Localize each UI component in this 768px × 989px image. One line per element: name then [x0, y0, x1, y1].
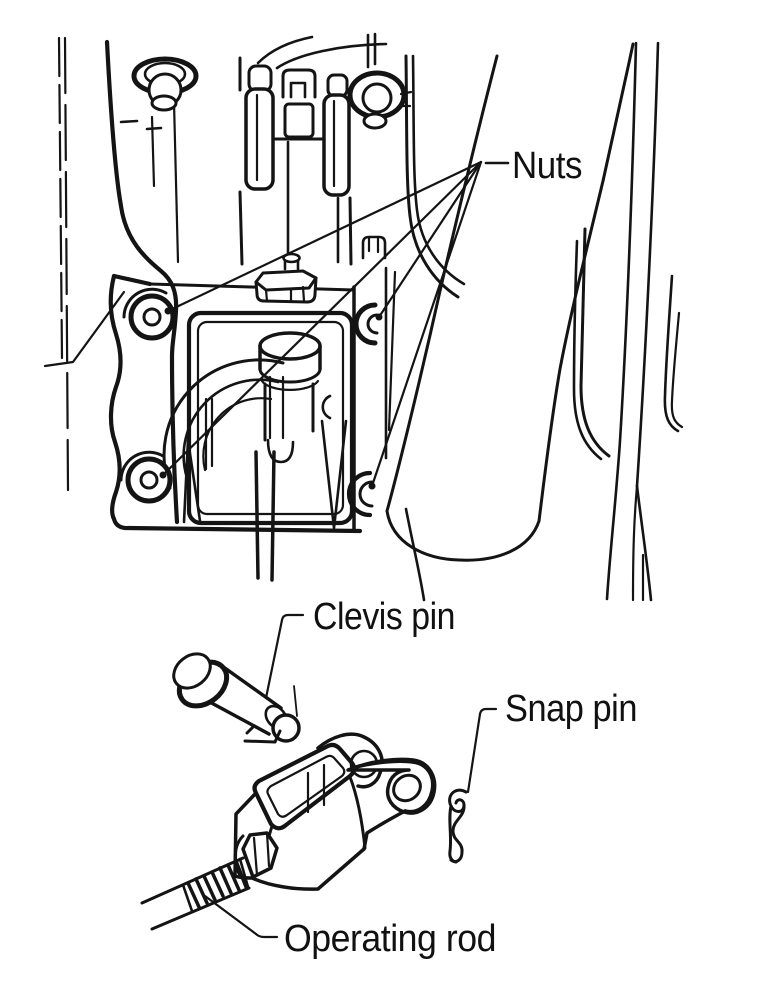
- booster-and-pushrod: [162, 331, 332, 582]
- left-panel-edge: [104, 39, 180, 525]
- right-panel-lines: [384, 54, 466, 460]
- upper-assembly-illustration: Nuts: [43, 32, 684, 602]
- snap-pin-label: Snap pin: [505, 688, 637, 730]
- wing-nut: [254, 252, 318, 304]
- flange-bolt-left: [131, 56, 199, 112]
- clevis-pin-leader: [264, 613, 305, 700]
- nut-top-right: [353, 302, 379, 346]
- clevis-pin-label: Clevis pin: [313, 596, 455, 638]
- pedal-column: [238, 56, 387, 266]
- rod-threads: [186, 859, 248, 909]
- nuts-leader-lines: [43, 160, 510, 490]
- snap-pin-leader: [466, 707, 498, 794]
- harness-cables: [256, 32, 388, 70]
- plunger-left: [244, 64, 275, 191]
- plunger-right: [322, 73, 351, 197]
- clevis-fork-drawing: [233, 732, 437, 891]
- operating-rod-label: Operating rod: [284, 918, 496, 960]
- lower-assembly-illustration: Clevis pin: [140, 596, 638, 960]
- nut-bottom-right: [346, 470, 374, 518]
- right-body-panel: [572, 41, 684, 602]
- clevis-pin-drawing: [172, 652, 301, 744]
- center-bracket: [273, 68, 325, 141]
- mounting-nuts: [119, 287, 379, 518]
- cable-clamp: [361, 235, 387, 260]
- left-panel-dashed-lines: [57, 36, 70, 492]
- nut-bottom-left: [119, 450, 173, 504]
- operating-rod-drawing: [140, 856, 251, 931]
- flange-bolt-right: [347, 70, 413, 130]
- steering-column: [385, 42, 635, 602]
- nuts-label: Nuts: [512, 145, 582, 187]
- nut-top-left: [122, 287, 176, 341]
- operating-rod-leader: [203, 894, 279, 939]
- snap-pin-drawing: [448, 788, 468, 864]
